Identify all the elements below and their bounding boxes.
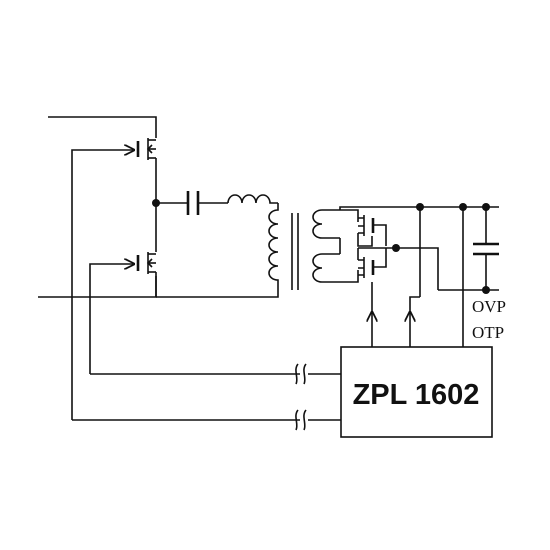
input-return-line xyxy=(38,276,157,298)
low-side-gate-line xyxy=(89,264,134,374)
ovp-label: OVP xyxy=(472,297,506,316)
transformer-core xyxy=(291,213,299,290)
resonant-inductor xyxy=(227,194,278,204)
rectifier-node xyxy=(392,244,400,252)
transformer-secondary-lower xyxy=(312,253,340,283)
high-side-gate-line xyxy=(71,150,134,420)
output-capacitor xyxy=(473,207,499,290)
sync-rectifier-upper xyxy=(340,209,387,247)
sync-rectifier-lower xyxy=(340,248,387,283)
transformer-secondary-upper xyxy=(312,209,340,239)
low-side-mosfet xyxy=(136,203,157,297)
isolation-break-lower xyxy=(72,409,341,431)
transformer-primary-winding xyxy=(156,203,279,298)
input-supply-line xyxy=(48,116,157,138)
otp-label: OTP xyxy=(472,323,504,342)
high-side-mosfet xyxy=(136,138,157,203)
chip-label: ZPL 1602 xyxy=(353,379,480,411)
resonant-capacitor xyxy=(156,191,228,215)
rectifier-common-line xyxy=(358,247,439,290)
sr-line-2 xyxy=(409,296,420,312)
isolation-break-upper xyxy=(90,363,341,385)
controller-chip xyxy=(340,346,493,438)
output-positive-rail xyxy=(339,206,499,210)
